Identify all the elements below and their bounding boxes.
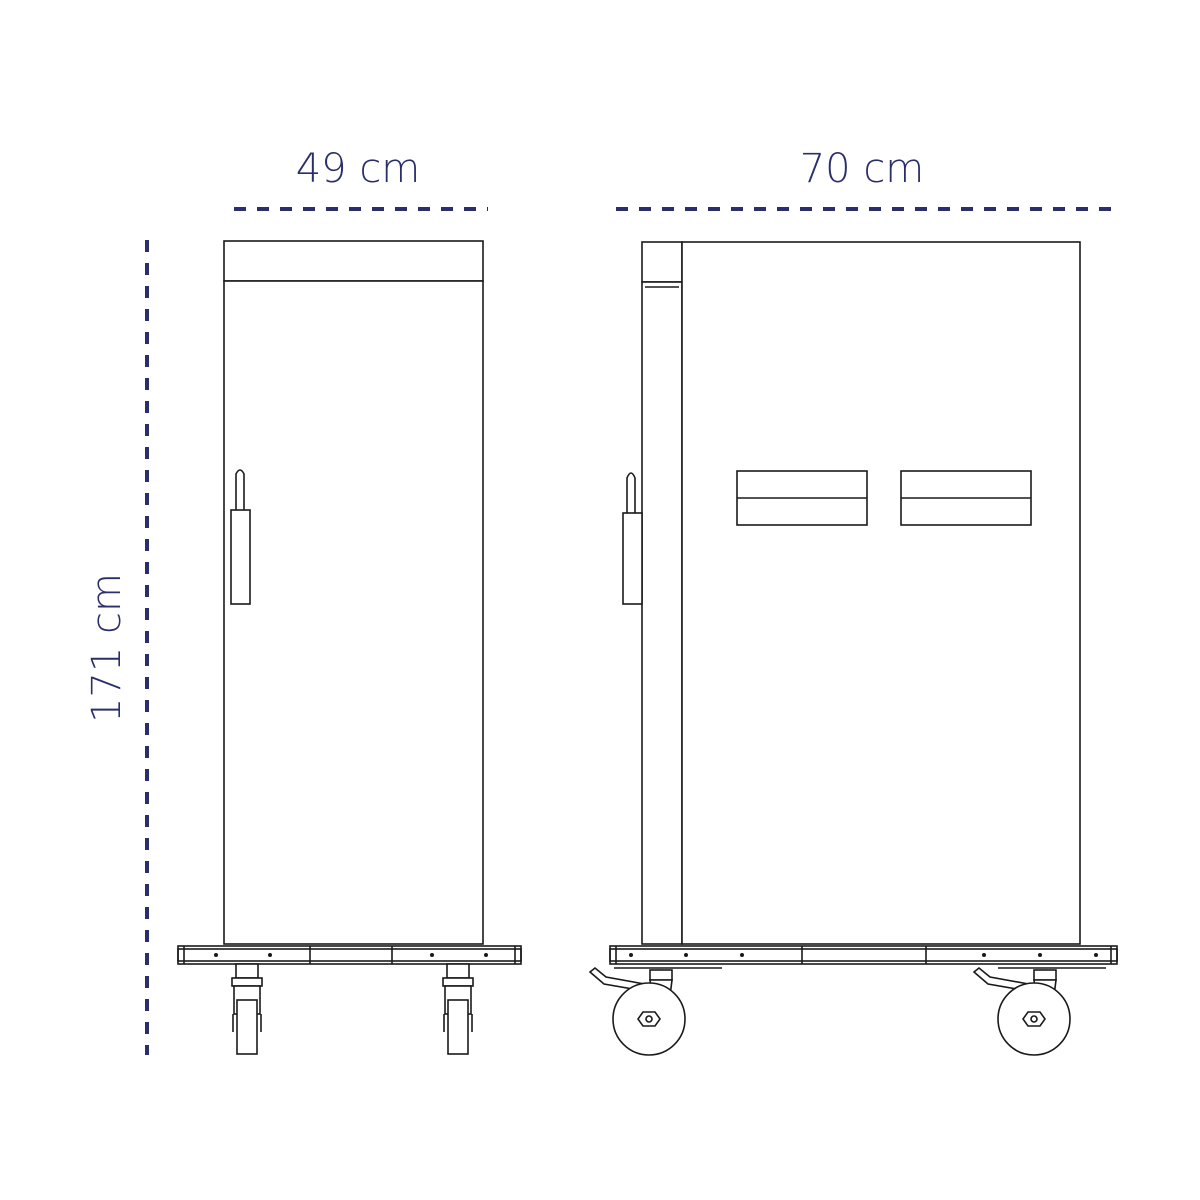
side-vent-left	[736, 470, 868, 526]
side-right-caster	[972, 966, 1106, 1056]
side-handle	[622, 472, 643, 605]
depth-label: 70 cm	[800, 146, 925, 192]
front-right-caster	[442, 963, 474, 1055]
height-dimension: 171 cm	[84, 240, 149, 1055]
side-chassis	[609, 945, 1118, 965]
front-view	[177, 240, 522, 1055]
front-chassis	[177, 945, 522, 965]
side-vent-right	[900, 470, 1032, 526]
front-left-caster	[231, 963, 263, 1055]
side-view	[588, 241, 1118, 1056]
width-label: 49 cm	[296, 146, 421, 192]
side-panel	[681, 241, 1081, 945]
depth-dimension: 70 cm	[616, 146, 1120, 211]
side-door-top	[641, 241, 683, 283]
side-left-caster	[588, 966, 722, 1056]
front-top-cap	[223, 240, 484, 282]
front-door	[223, 280, 484, 945]
height-label: 171 cm	[84, 573, 130, 723]
side-door-edge	[641, 281, 683, 945]
width-dimension: 49 cm	[234, 146, 488, 211]
front-handle	[230, 469, 251, 605]
